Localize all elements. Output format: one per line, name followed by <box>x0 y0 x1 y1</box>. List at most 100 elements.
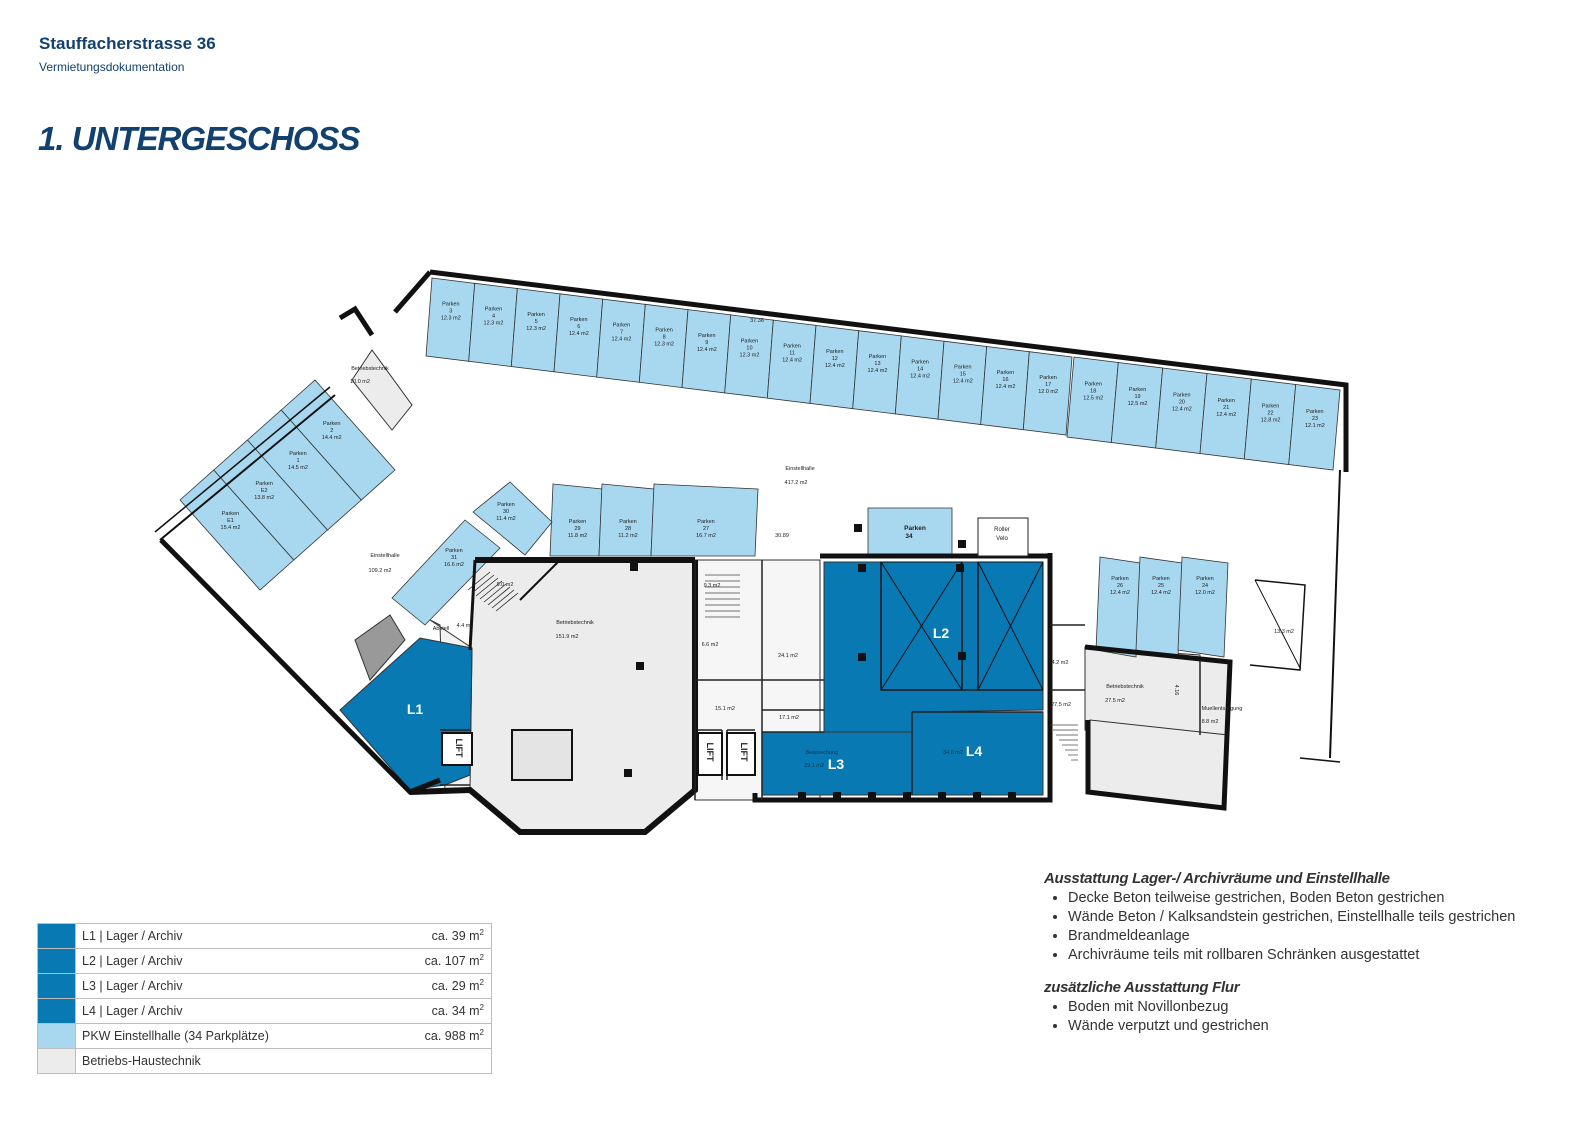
stair-step <box>467 571 491 591</box>
lift-shaft <box>726 732 756 776</box>
floor-title: 1. UNTERGESCHOSS <box>38 120 360 157</box>
spec-heading-corridor: zusätzliche Ausstattung Flur <box>1044 979 1240 996</box>
legend-label: L4 | Lager / Archiv <box>75 998 385 1024</box>
parking-spot <box>391 519 501 626</box>
shaft-box <box>880 561 963 691</box>
parking-label: 21 <box>1223 405 1229 411</box>
parking-label: Parken <box>1262 403 1279 409</box>
parking-label: Parken <box>442 301 459 307</box>
wall <box>752 553 1053 803</box>
lift-shaft <box>697 732 723 776</box>
parking-label: 6 <box>577 324 580 330</box>
parking-spot <box>650 483 759 557</box>
column <box>636 662 644 670</box>
room-area: 9.3 m2 <box>704 583 721 589</box>
parking-label: 2 <box>330 428 333 434</box>
room-label: Muellentsorgung <box>1202 706 1243 712</box>
room-label: Betriebstechnik <box>556 620 594 626</box>
parking-label: Parken <box>655 328 672 334</box>
parking-label: 12.4 m2 <box>1216 412 1236 418</box>
legend-row: PKW Einstellhalle (34 Parkplätze)ca. 988… <box>37 1023 492 1049</box>
legend-area: ca. 29 m2 <box>384 973 492 999</box>
parking-label: Parken <box>256 481 273 487</box>
parking-label: 27 <box>703 526 709 532</box>
spec-list-corridor: Boden mit Novillonbezug Wände verputzt u… <box>1044 998 1564 1036</box>
legend-area: ca. 34 m2 <box>384 998 492 1024</box>
shaft-box <box>977 561 1044 691</box>
room-area: 151.9 m2 <box>556 634 579 640</box>
legend-area: ca. 39 m2 <box>384 923 492 949</box>
parking-label: 14.4 m2 <box>322 435 342 441</box>
parking-label: Parken <box>954 365 971 371</box>
room-area: 109.2 m2 <box>369 568 392 574</box>
room-area: 13.3 m2 <box>1274 629 1294 635</box>
parking-label: 12.4 m2 <box>910 373 930 379</box>
parking-label: 16.7 m2 <box>696 533 716 539</box>
parking-label: 11.8 m2 <box>568 533 587 539</box>
parking-label: 12.4 m2 <box>569 331 589 337</box>
room-area: 417.2 m2 <box>785 480 808 486</box>
parking-label: 30 <box>503 509 509 515</box>
parking-label: 12.8 m2 <box>1261 417 1281 423</box>
parking-label: 3 <box>449 308 452 314</box>
spec-item: Wände Beton / Kalksandstein gestrichen, … <box>1068 908 1564 927</box>
column <box>958 540 966 548</box>
stair-step <box>471 574 495 594</box>
room-area: 6.6 m2 <box>702 642 719 648</box>
parking-label: Parken <box>485 307 502 313</box>
lift-label: LIFT <box>739 743 749 762</box>
parking-label: Parken <box>869 354 886 360</box>
stair-step <box>483 583 507 603</box>
room-label: Betriebstechnik <box>1106 684 1144 690</box>
stair-step <box>487 586 511 606</box>
parking-label: 11 <box>789 351 795 357</box>
parking-label: 5 <box>535 319 538 325</box>
dimension-label: 30.89 <box>775 533 789 539</box>
legend-label: L3 | Lager / Archiv <box>75 973 385 999</box>
spec-item: Boden mit Novillonbezug <box>1068 998 1564 1017</box>
room-area: 15.1 m2 <box>715 706 735 712</box>
parking-label: Parken <box>1218 398 1235 404</box>
parking-label: 12.4 m2 <box>612 336 632 342</box>
room-label-l2: L2 <box>933 625 950 641</box>
wall <box>519 559 561 601</box>
column <box>973 792 981 800</box>
parking-label: 34 <box>905 533 913 540</box>
specifications: Ausstattung Lager-/ Archivräume und Eins… <box>1044 870 1564 1050</box>
parking-label: 14.5 m2 <box>288 465 308 471</box>
room-label-l4: L4 <box>966 743 983 759</box>
parking-label: 16 <box>1002 377 1008 383</box>
column <box>1008 792 1016 800</box>
document-subtitle: Vermietungsdokumentation <box>39 60 185 74</box>
shaft-cross <box>880 561 963 691</box>
column <box>958 652 966 660</box>
parking-spot <box>1177 556 1229 658</box>
wall <box>338 305 375 337</box>
column <box>624 769 632 777</box>
parking-label: 15 <box>960 372 966 378</box>
spec-item: Wände verputzt und gestrichen <box>1068 1017 1564 1036</box>
parking-spots <box>179 277 1341 658</box>
room-label: Velo <box>996 536 1008 542</box>
parking-spot <box>1022 351 1073 436</box>
spec-heading-storage: Ausstattung Lager-/ Archivräume und Eins… <box>1044 870 1390 887</box>
column <box>854 524 862 532</box>
zone-betriebstechnik-top <box>351 349 413 431</box>
parking-label: Parken <box>1152 576 1169 582</box>
parking-spot <box>1095 556 1141 658</box>
parking-label: Parken <box>1039 375 1056 381</box>
parking-label: 24 <box>1202 583 1208 589</box>
parking-label: 14 <box>917 366 923 372</box>
bike-room <box>977 517 1029 557</box>
parking-label: Parken <box>783 344 800 350</box>
parking-label: 28 <box>625 526 631 532</box>
parking-label: Parken <box>569 519 586 525</box>
parking-label: Parken <box>741 338 758 344</box>
legend-swatch <box>37 973 76 999</box>
parking-spot <box>472 481 553 556</box>
